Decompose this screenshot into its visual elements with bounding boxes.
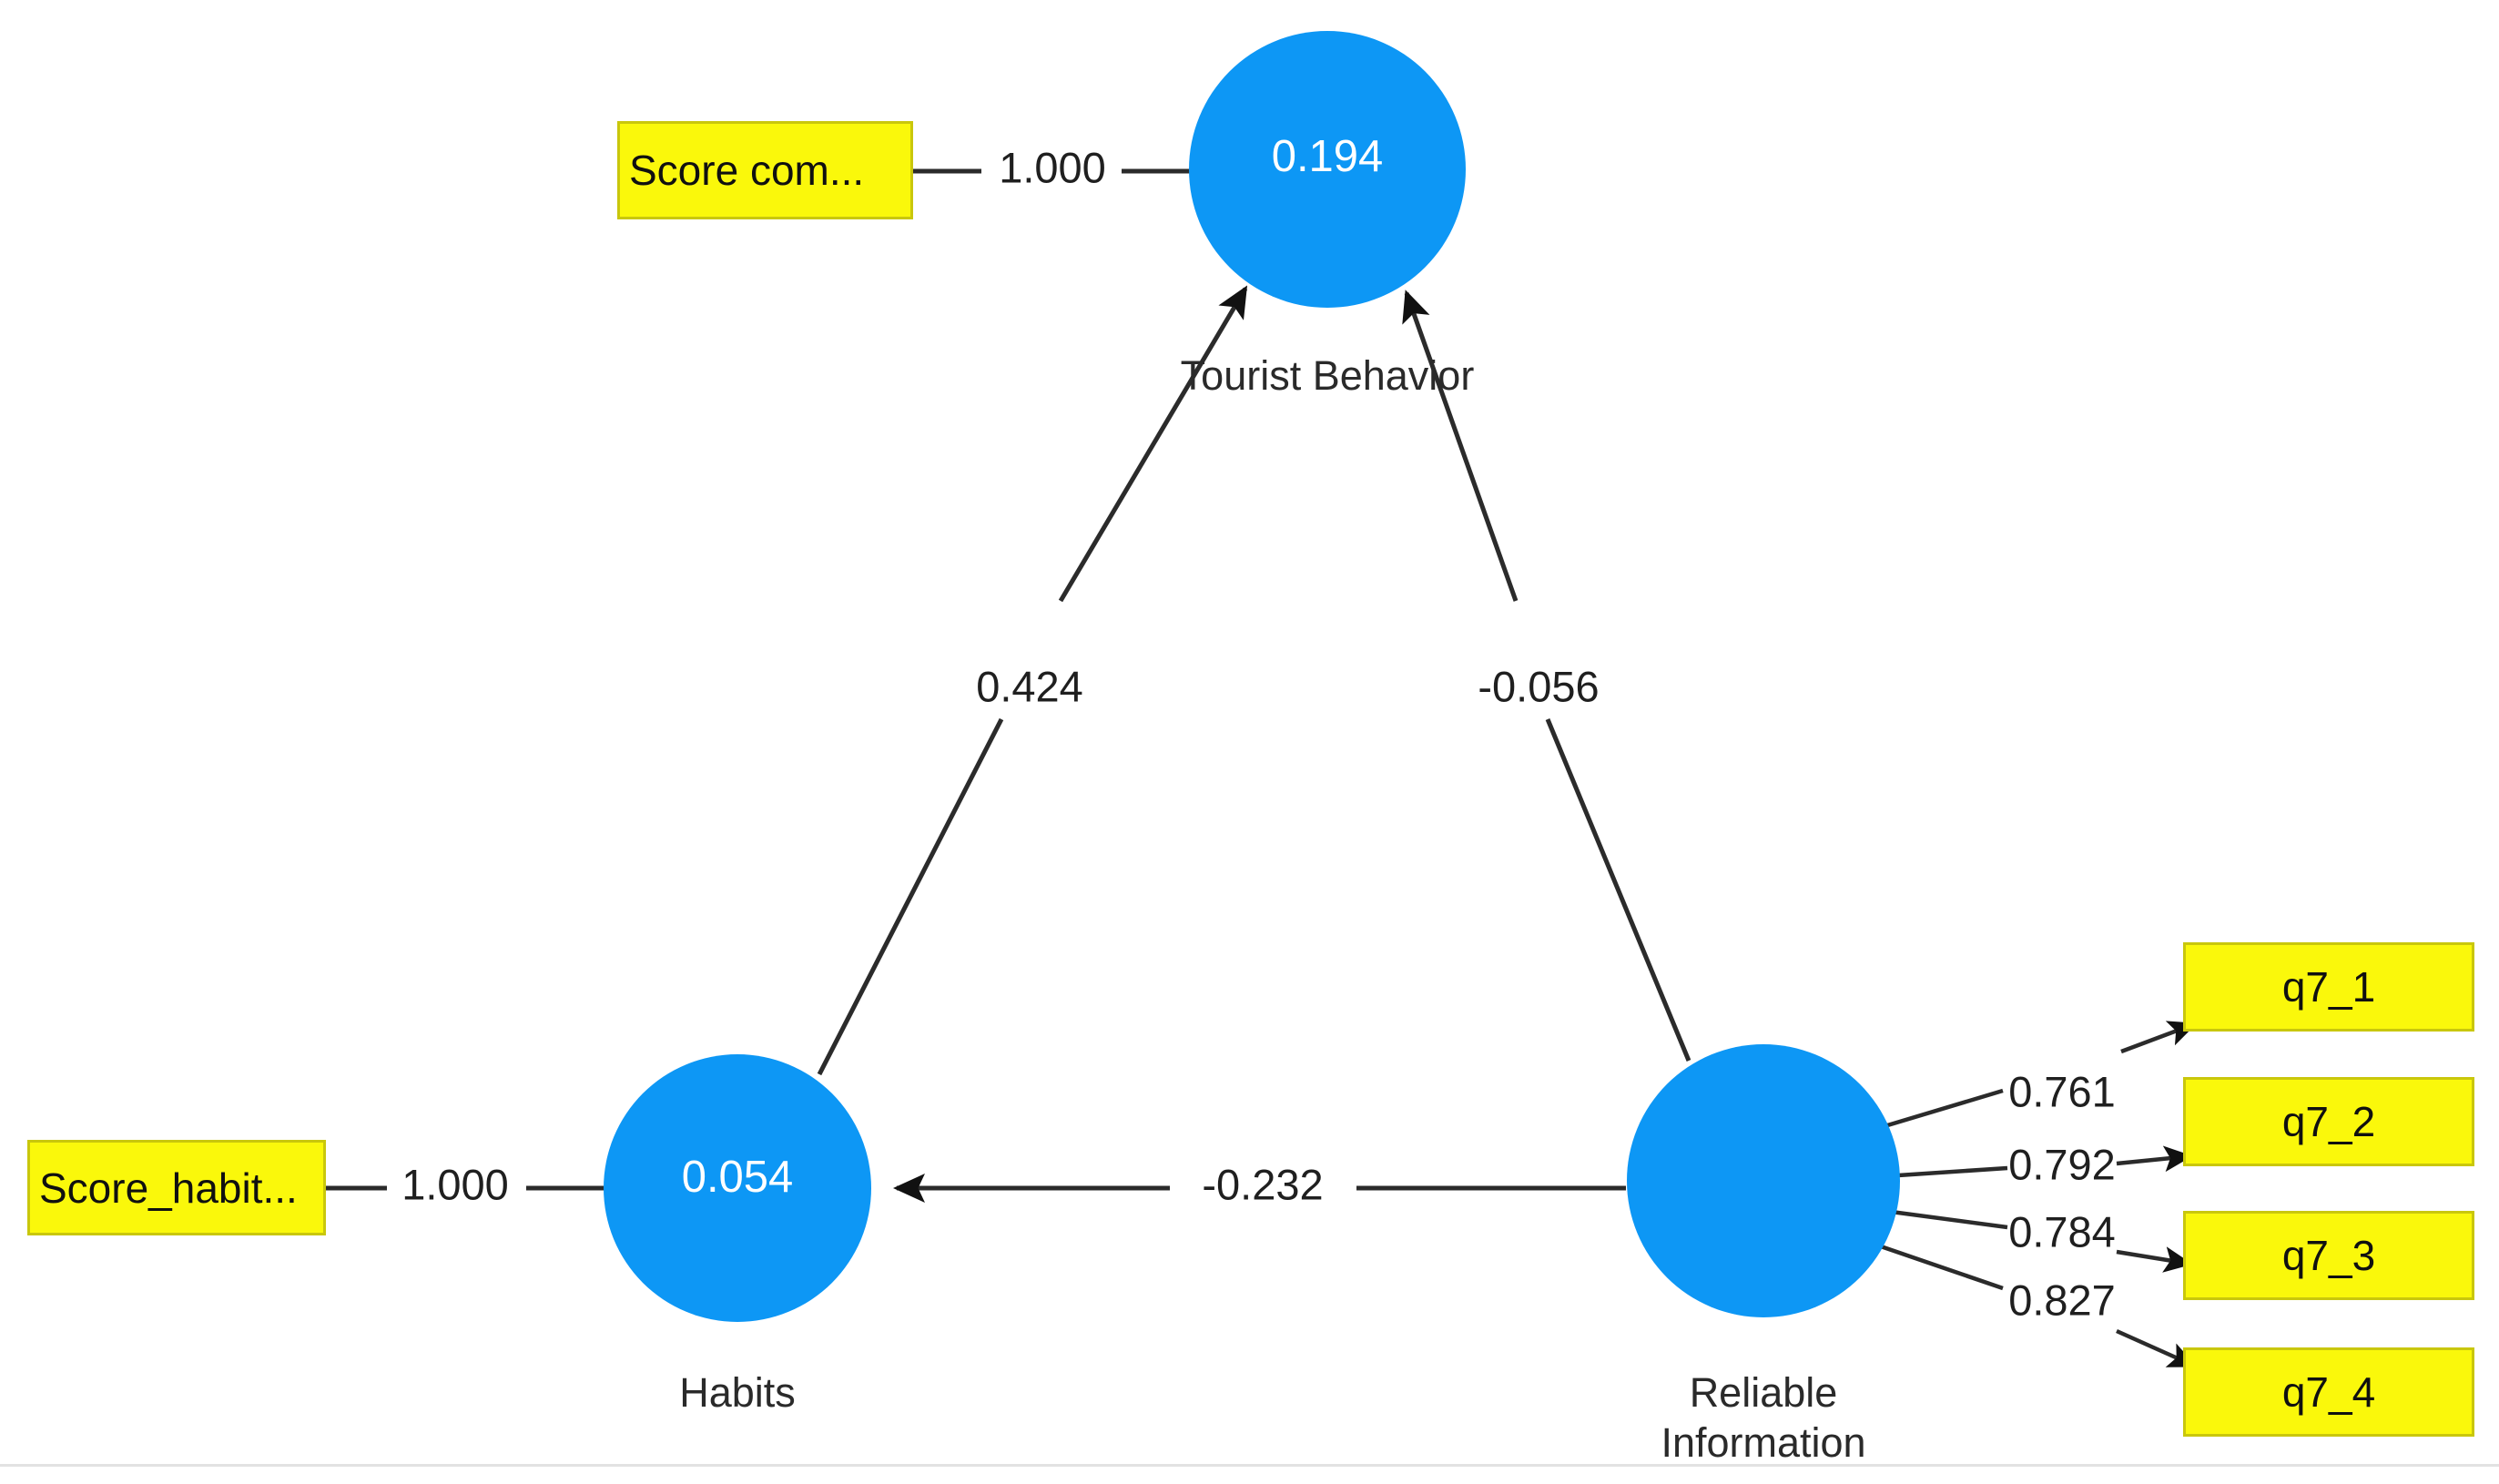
latent-node-habits[interactable]	[604, 1054, 871, 1322]
latent-node-tourist-behavior-value: 0.194	[1272, 132, 1384, 181]
edge-label-reliable-to-q7-3: 0.784	[2008, 1207, 2116, 1255]
indicator-label-score-com: Score com...	[629, 147, 865, 194]
footer-divider	[0, 1464, 2499, 1467]
edge-reliable-to-q7-2-inner	[1884, 1165, 2008, 1179]
indicator-box-q7-4[interactable]: q7_4	[2183, 1347, 2474, 1437]
latent-node-reliable-information-caption-line1: Reliable	[1690, 1369, 1838, 1416]
edge-reliable-to-q7-1-outer	[2120, 1021, 2198, 1054]
indicator-box-score-com[interactable]: Score com...	[617, 121, 913, 219]
latent-node-reliable-information-caption-line2: Information	[1661, 1419, 1865, 1466]
edge-reliable-to-q7-2-outer	[2116, 1145, 2193, 1173]
indicator-label-q7-4: q7_4	[2281, 1368, 2376, 1416]
indicator-box-score-habit[interactable]: Score_habit...	[27, 1140, 326, 1235]
indicator-label-score-habit: Score_habit...	[39, 1164, 298, 1212]
edge-label-reliable-to-habits: -0.232	[1202, 1160, 1323, 1208]
edge-label-reliable-to-q7-4: 0.827	[2008, 1276, 2116, 1324]
edge-label-score-habit-to-habits: 1.000	[401, 1160, 509, 1208]
indicator-box-q7-1[interactable]: q7_1	[2183, 942, 2474, 1032]
edge-habits-to-tourist-lower	[817, 717, 1004, 1076]
edge-reliable-to-q7-3-outer	[2116, 1246, 2193, 1273]
edge-label-reliable-to-q7-2: 0.792	[2008, 1140, 2116, 1188]
edge-reliable-to-tourist-upper	[1402, 290, 1519, 602]
edge-label-reliable-to-q7-1: 0.761	[2008, 1067, 2116, 1115]
edge-reliable-to-q7-3-inner	[1884, 1208, 2008, 1230]
edge-label-habits-to-tourist: 0.424	[976, 662, 1083, 710]
indicator-label-q7-1: q7_1	[2281, 963, 2376, 1011]
indicator-label-q7-3: q7_3	[2281, 1232, 2376, 1279]
edge-reliable-to-q7-1-inner	[1874, 1088, 2004, 1132]
latent-node-habits-caption: Habits	[679, 1369, 796, 1416]
edge-reliable-to-q7-4-inner	[1877, 1243, 2004, 1291]
indicator-box-q7-2[interactable]: q7_2	[2183, 1077, 2474, 1166]
edge-habits-to-tourist-upper	[1058, 285, 1248, 603]
latent-node-tourist-behavior-caption: Tourist Behavior	[1181, 352, 1475, 399]
indicator-label-q7-2: q7_2	[2281, 1098, 2376, 1145]
edge-label-score-com-to-tourist: 1.000	[999, 143, 1106, 191]
edge-reliable-to-tourist-lower	[1545, 718, 1691, 1062]
indicator-box-q7-3[interactable]: q7_3	[2183, 1211, 2474, 1300]
latent-node-tourist-behavior[interactable]	[1189, 31, 1466, 308]
edge-reliable-to-q7-4-outer	[2116, 1328, 2198, 1368]
edge-label-reliable-to-tourist: -0.056	[1478, 662, 1599, 710]
latent-node-reliable-information[interactable]	[1627, 1044, 1900, 1317]
latent-node-habits-value: 0.054	[682, 1153, 794, 1202]
